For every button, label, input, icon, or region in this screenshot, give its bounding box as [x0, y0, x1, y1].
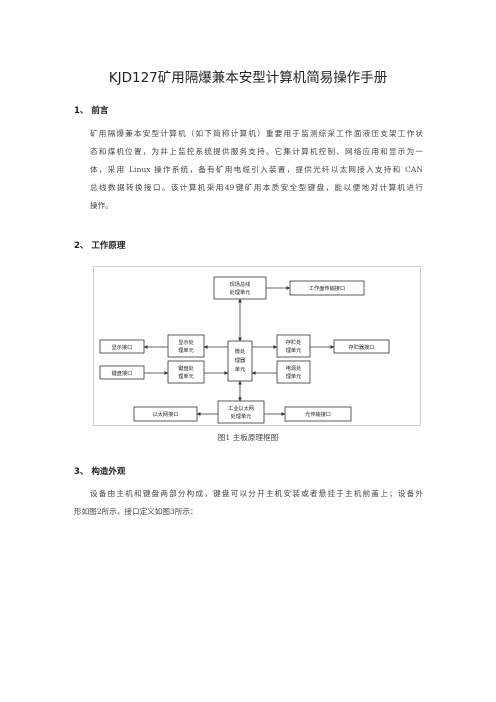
box-keyboard-unit: 键盘处 理单元	[167, 360, 205, 384]
paragraph-line: 态和煤机位置，为井上监控系统提供服务支持。它集计算机控制、网络应用和显示为一	[90, 147, 423, 156]
paragraph-line: 体，采用 Linux 操作系统，备有矿用电缆引入装置，提供光纤以太网接入支持和 …	[90, 165, 423, 174]
section-heading-principle: 2、 工作原理	[74, 241, 126, 251]
paragraph-line: 总线数据转换接口。该计算机采用49键矿用本质安全型键盘，能以便地对计算机进行	[90, 183, 423, 192]
paragraph-line: 形如图2所示，接口定义如图3所示：	[74, 507, 198, 516]
box-fieldbus-unit: 现场总线 处理单元	[213, 276, 267, 300]
svg-text:现场总线: 现场总线	[230, 280, 251, 288]
box-display-port: 显示接口	[99, 339, 145, 354]
svg-text:工业以太网: 工业以太网	[228, 404, 254, 412]
svg-text:理单元: 理单元	[178, 346, 194, 354]
svg-text:存贮器接口: 存贮器接口	[349, 343, 375, 351]
paragraph-line: 设备由主机和键盘两部分构成，键盘可以分开主机安装或者悬挂于主机前盖上；设备外	[90, 489, 423, 498]
box-storage-unit: 存贮处 理单元	[276, 334, 311, 358]
figure-caption: 图1 主板原理框图	[217, 433, 279, 442]
box-storage-port: 存贮器接口	[333, 339, 390, 354]
box-microprocessor-unit: 微处 理器 单元	[227, 340, 253, 382]
svg-text:键盘处: 键盘处	[178, 364, 194, 372]
svg-text:理单元: 理单元	[286, 372, 302, 380]
svg-text:处理单元: 处理单元	[231, 412, 252, 420]
svg-text:理单元: 理单元	[286, 346, 302, 354]
svg-text:理单元: 理单元	[178, 372, 194, 380]
svg-text:单元: 单元	[235, 365, 245, 373]
svg-text:显示接口: 显示接口	[112, 343, 133, 351]
svg-text:微处: 微处	[235, 347, 245, 355]
paragraph-line: 操作。	[90, 201, 113, 210]
box-ethernet-unit: 工业以太网 处理单元	[217, 400, 265, 424]
block-diagram-svg: 现场总线 处理单元 工作面传输接口 显示处 理单元 显示接口 存贮处 理单元 存…	[99, 276, 390, 424]
section-heading-preface: 1、 前言	[74, 106, 109, 116]
box-power-unit: 电源处 理单元	[276, 360, 311, 384]
svg-text:工作面传输接口: 工作面传输接口	[309, 284, 345, 292]
document-title: KJD127矿用隔爆兼本安型计算机简易操作手册	[108, 70, 388, 86]
svg-text:电源处: 电源处	[286, 364, 302, 372]
box-workface-port: 工作面传输接口	[289, 280, 365, 296]
box-ethernet-port: 以太网接口	[133, 406, 198, 422]
box-display-unit: 显示处 理单元	[167, 334, 205, 358]
paragraph-line: 矿用隔爆兼本安型计算机（如下简称计算机）重要用于监测综采工作面液压支架工作状	[90, 129, 423, 138]
svg-text:键盘接口: 键盘接口	[112, 369, 133, 377]
box-fiber-port: 光传输接口	[284, 406, 352, 422]
svg-text:处理单元: 处理单元	[230, 288, 251, 296]
svg-text:光传输接口: 光传输接口	[305, 410, 331, 418]
box-keyboard-port: 键盘接口	[99, 365, 145, 380]
svg-text:显示处: 显示处	[178, 338, 194, 346]
section-heading-structure: 3、 构造外观	[74, 467, 126, 477]
svg-text:存贮处: 存贮处	[286, 338, 302, 346]
mainboard-block-diagram: 现场总线 处理单元 工作面传输接口 显示处 理单元 显示接口 存贮处 理单元 存…	[93, 266, 421, 426]
svg-text:理器: 理器	[235, 357, 246, 364]
svg-text:以太网接口: 以太网接口	[153, 410, 179, 418]
